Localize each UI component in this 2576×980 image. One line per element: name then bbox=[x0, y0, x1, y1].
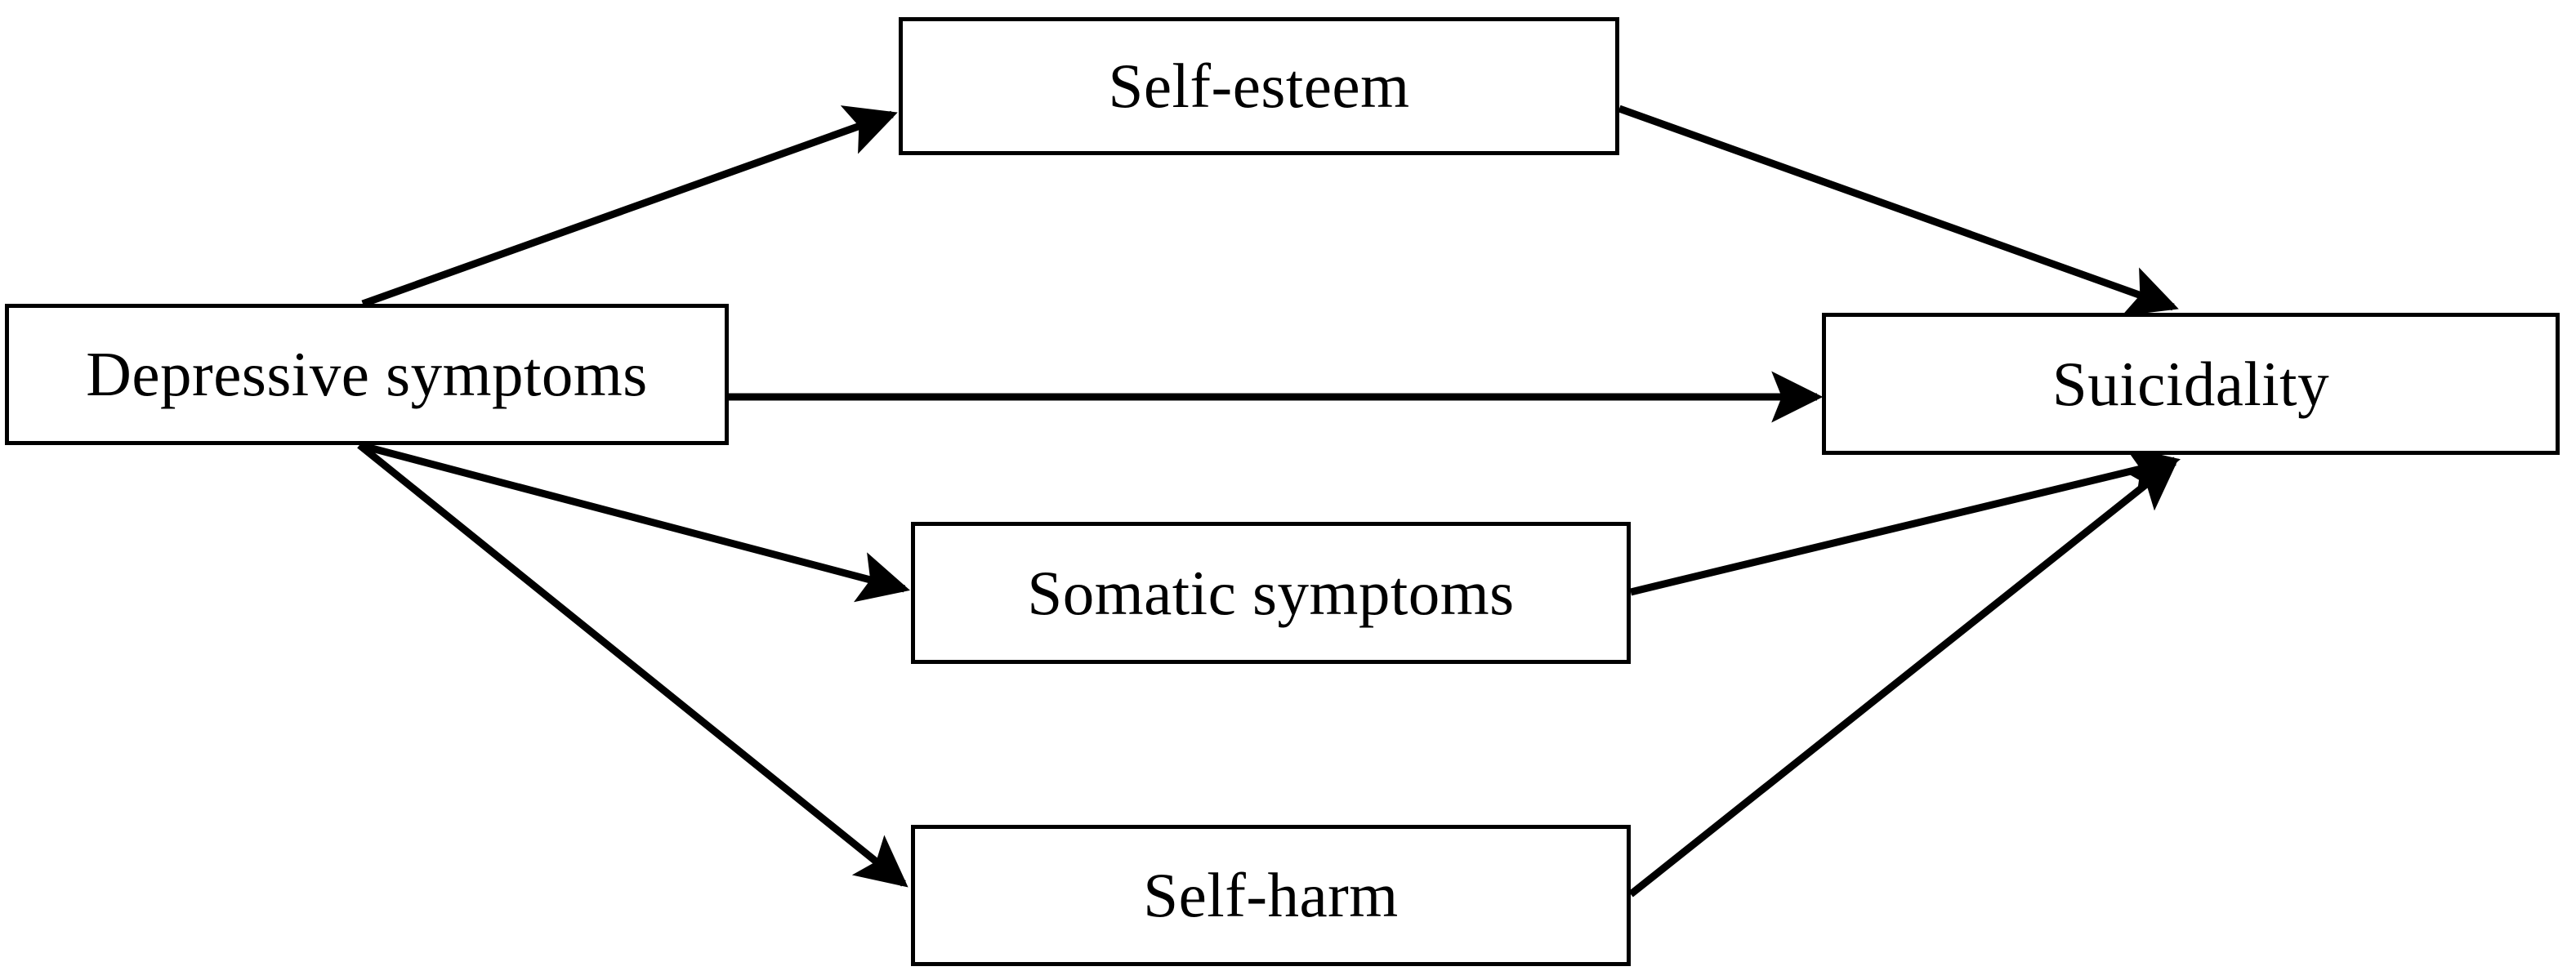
edge-somatic-symptoms-to-suicidality bbox=[1629, 446, 2181, 596]
edge-depressive-to-somatic-symptoms bbox=[358, 441, 910, 603]
node-self-esteem[interactable]: Self-esteem bbox=[899, 17, 1619, 155]
edge-depressive-to-self-harm bbox=[357, 442, 909, 888]
node-somatic-symptoms[interactable]: Somatic symptoms bbox=[911, 522, 1631, 664]
node-label-suicidality: Suicidality bbox=[2051, 348, 2330, 419]
edge-self-esteem-to-suicidality bbox=[1618, 105, 2179, 316]
node-label-self-esteem: Self-esteem bbox=[1108, 51, 1410, 121]
edge-depressive-to-self-esteem bbox=[361, 105, 898, 308]
node-label-self-harm: Self-harm bbox=[1143, 860, 1399, 930]
node-label-depressive-symptoms: Depressive symptoms bbox=[86, 339, 648, 409]
node-depressive-symptoms[interactable]: Depressive symptoms bbox=[5, 304, 729, 445]
edge-self-harm-to-suicidality bbox=[1628, 458, 2179, 898]
node-label-somatic-symptoms: Somatic symptoms bbox=[1027, 557, 1515, 628]
node-self-harm[interactable]: Self-harm bbox=[911, 825, 1631, 966]
node-suicidality[interactable]: Suicidality bbox=[1822, 313, 2560, 455]
